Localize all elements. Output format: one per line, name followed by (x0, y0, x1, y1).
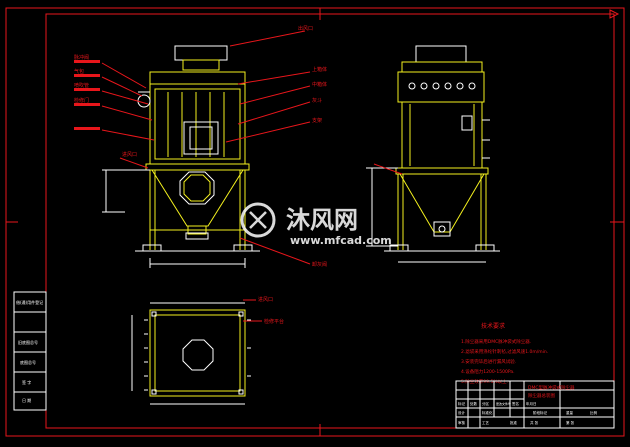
centering-marks (6, 8, 624, 436)
callout-air-tank: 气包 (74, 68, 84, 75)
callout-pulse-valve: 脉冲阀 (74, 54, 89, 61)
watermark-url: www.mfcad.com (290, 234, 392, 247)
title-block: DMC型脉冲袋式除尘器 除尘器总装图 标记 处数 分区 更改文件号 签名 年月日… (455, 380, 615, 429)
callout-access-door: 检修门 (74, 97, 89, 104)
tech-req-line-4: 4.设备阻力1200-1500Pa. (461, 368, 515, 375)
title-cell-sheets: 共 张 (530, 420, 539, 425)
callout-middle-box: 中箱体 (312, 81, 327, 88)
title-cell-mark: 标记 (458, 401, 466, 406)
tech-req-title: 技术要求 (481, 322, 505, 330)
title-cell-zone: 分区 (482, 401, 490, 406)
title-cell-approve: 批准 (510, 420, 518, 425)
title-cell-weight: 重量 (566, 410, 574, 415)
side-table-row-3: 底图总号 (20, 359, 36, 365)
title-cell-scale: 比例 (590, 410, 598, 415)
title-cell-sign: 签名 (512, 401, 519, 406)
callout-leaders (101, 30, 403, 322)
callout-plan-platform: 检修平台 (264, 318, 284, 325)
watermark-brand: 沐风网 (286, 206, 358, 234)
watermark: 沐风网 www.mfcad.com (240, 202, 392, 247)
callout-hopper: 灰斗 (312, 97, 322, 104)
side-table-row-5: 日 期 (22, 397, 31, 403)
title-cell-design: 设计 (458, 410, 466, 415)
side-table-row-1: 借(通)用件登记 (16, 299, 43, 305)
callout-plan-inlet: 进风口 (258, 296, 273, 303)
title-drawing-name-1: DMC型脉冲袋式除尘器 (528, 384, 575, 391)
callout-outlet: 出风口 (298, 25, 313, 32)
title-cell-count: 处数 (470, 401, 478, 406)
title-cell-stage: 阶段标记 (533, 410, 547, 415)
side-elevation (366, 45, 500, 263)
side-table-row-4: 签 字 (22, 379, 31, 385)
title-cell-date: 年月日 (526, 401, 537, 406)
title-drawing-name-2: 除尘器总装图 (528, 392, 555, 399)
title-cell-sheet: 第 张 (566, 420, 575, 425)
mfcad-logo-icon (240, 202, 276, 238)
title-cell-change: 更改文件号 (496, 401, 511, 406)
tech-req-line-3: 3.安装完毕后进行漏风试验. (461, 358, 516, 365)
title-cell-standard: 标准化 (482, 410, 493, 415)
callout-discharge-valve: 卸灰阀 (312, 261, 327, 268)
callout-upper-box: 上箱体 (312, 66, 327, 73)
callout-support: 支架 (312, 117, 322, 124)
title-cell-review: 审核 (458, 420, 466, 425)
side-table: 借(通)用件登记 旧底图总号 底图总号 签 字 日 期 (13, 291, 47, 411)
callout-inlet: 进风口 (122, 151, 137, 158)
front-elevation (102, 45, 260, 268)
tech-requirements: 技术要求 1.除尘器采用DMC脉冲袋式除尘器. 2.滤袋采用涤纶针刺毡,过滤风速… (461, 322, 548, 385)
plan-view (131, 302, 251, 405)
drawing-frame (45, 13, 615, 429)
callout-label-bars (74, 60, 100, 130)
tech-req-line-2: 2.滤袋采用涤纶针刺毡,过滤风速1.0m/min. (461, 348, 548, 355)
tech-req-line-1: 1.除尘器采用DMC脉冲袋式除尘器. (461, 338, 531, 345)
callout-blow-pipe: 喷吹管 (74, 82, 89, 89)
side-table-row-2: 旧底图总号 (18, 339, 38, 345)
title-cell-process: 工艺 (482, 420, 490, 425)
